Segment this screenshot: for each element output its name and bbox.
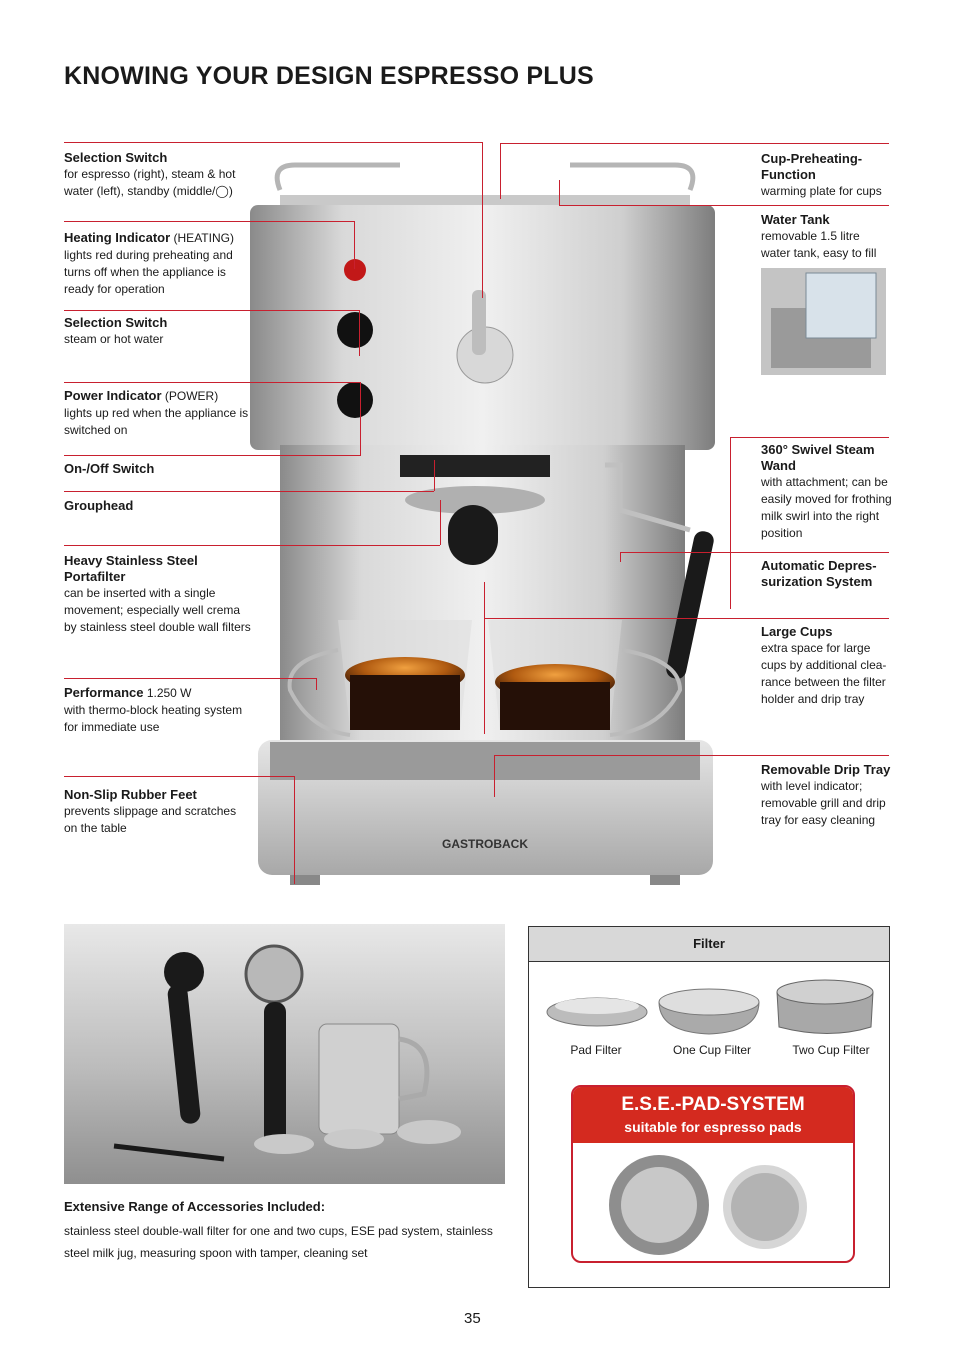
leader-line [559, 205, 889, 206]
leader-line [620, 552, 621, 562]
ese-pad-images [609, 1155, 807, 1255]
leader-line [730, 437, 889, 438]
leader-line [494, 755, 495, 797]
two-cup-filter-label: Two Cup Filter [792, 1043, 870, 1057]
leader-line [64, 545, 440, 546]
leader-line [500, 143, 889, 144]
leader-line [354, 221, 355, 269]
leader-line [559, 180, 560, 205]
leader-line [294, 776, 295, 884]
leader-line [730, 437, 731, 609]
leader-line [64, 382, 360, 383]
label-power-indicator: Power Indicator (POWER)lights up red whe… [64, 388, 249, 437]
filter-images [546, 979, 874, 1035]
accessories-text: stainless steel double-wall filter for o… [64, 1224, 493, 1260]
label-heating-indicator: Heating Indicator (HEATING)lights red du… [64, 230, 234, 296]
leader-line [360, 382, 361, 456]
leader-line [434, 460, 435, 491]
accessories-title: Extensive Range of Accessories Included: [64, 1199, 326, 1214]
brand-logo: GASTROBACK [442, 837, 528, 851]
filter-header: Filter [529, 927, 889, 962]
pad-filter-label: Pad Filter [570, 1043, 622, 1057]
page-number: 35 [464, 1310, 481, 1327]
leader-line [64, 221, 354, 222]
leader-line [64, 776, 294, 777]
leader-line [500, 143, 501, 199]
leader-line [484, 582, 485, 734]
leader-line [64, 310, 359, 311]
leader-line [359, 310, 360, 356]
leader-line [64, 455, 360, 456]
accessories-image [64, 924, 505, 1184]
leader-line [440, 500, 441, 545]
ese-subtitle: suitable for espresso pads [624, 1119, 802, 1135]
filter-panel: Filter Pad Filter One Cup Filter Two Cup… [528, 926, 890, 1288]
leader-line [482, 142, 483, 298]
water-tank-image [761, 268, 886, 375]
leader-line [494, 755, 889, 756]
ese-pad-system: E.S.E.-PAD-SYSTEM suitable for espresso … [571, 1085, 855, 1263]
leader-line [316, 678, 317, 690]
espresso-machine-image: GASTROBACK [250, 162, 715, 885]
ese-header: E.S.E.-PAD-SYSTEM suitable for espresso … [573, 1087, 853, 1143]
leader-line [64, 142, 482, 143]
one-cup-filter-label: One Cup Filter [672, 1043, 752, 1057]
leader-line [484, 618, 889, 619]
label-on-off-switch: On-/Off Switch [64, 461, 155, 476]
label-grouphead: Grouphead [64, 498, 134, 513]
label-depressurization: Automatic Depres-surization System [761, 558, 877, 589]
page-title: KNOWING YOUR DESIGN ESPRESSO PLUS [64, 62, 594, 90]
leader-line [64, 491, 434, 492]
leader-line [64, 678, 316, 679]
ese-title: E.S.E.-PAD-SYSTEM [621, 1094, 805, 1115]
leader-line [620, 552, 889, 553]
